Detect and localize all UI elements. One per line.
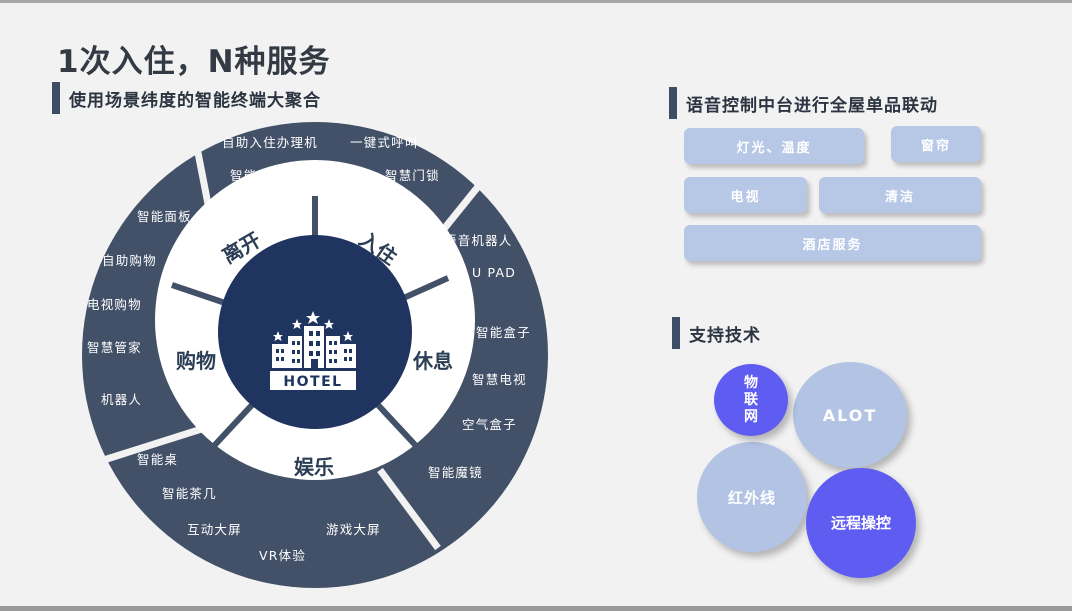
item-air-box: 空气盒子 [462, 417, 517, 432]
item-smart-mirror: 智能魔镜 [428, 465, 483, 480]
left-section-heading: 使用场景纬度的智能终端大聚合 [69, 90, 321, 111]
item-self-checkin-kiosk: 自助入住办理机 [222, 135, 318, 150]
hotel-label: HOTEL [283, 374, 342, 390]
item-smart-elevator: 智能电梯 [230, 168, 285, 183]
voice-section-heading: 语音控制中台进行全屋单品联动 [686, 95, 938, 116]
pill-curtain: 窗帘 [891, 126, 981, 162]
item-smart-butler: 智慧管家 [87, 340, 142, 355]
item-tv-shopping: 电视购物 [87, 297, 142, 312]
tech-section-heading: 支持技术 [689, 325, 761, 346]
item-elevator-robot: 电梯机器人 [299, 168, 368, 183]
pill-cleaning: 清洁 [819, 177, 981, 213]
item-u-pad: U PAD [472, 265, 516, 280]
item-smart-box: 智能盒子 [476, 325, 531, 340]
item-smart-tea-table: 智能茶几 [162, 486, 217, 501]
item-robot: 机器人 [101, 392, 142, 407]
pill-hotel-service: 酒店服务 [684, 225, 981, 261]
item-smart-tv: 智慧电视 [472, 372, 527, 387]
item-interactive-screen: 互动大屏 [187, 522, 242, 537]
pill-tv: 电视 [684, 177, 807, 213]
item-one-touch-call: 一键式呼叫 [350, 135, 419, 150]
section-marker [52, 82, 60, 114]
item-smart-panel: 智能面板 [137, 209, 192, 224]
voice-section-header: 语音控制中台进行全屋单品联动 [669, 87, 938, 119]
bubble-alot: ALOT [793, 362, 907, 468]
item-voice-robot: 语音机器人 [444, 233, 513, 248]
bubble-infrared: 红外线 [697, 442, 807, 552]
category-rest: 休息 [412, 349, 453, 373]
bubble-iot: 物联网 [714, 364, 788, 436]
pill-lighting-temperature: 灯光、温度 [684, 128, 864, 164]
item-smart-table: 智能桌 [137, 452, 178, 467]
tech-section-header: 支持技术 [672, 317, 761, 349]
section-marker [669, 87, 677, 119]
item-self-shopping: 自助购物 [102, 253, 157, 268]
category-shopping: 购物 [176, 349, 216, 373]
hotel-icon-windows [276, 331, 352, 368]
top-border-line [0, 0, 1072, 3]
left-section-header: 使用场景纬度的智能终端大聚合 [52, 82, 321, 114]
bottom-border-line [0, 606, 1072, 611]
item-smart-door-lock: 智慧门锁 [385, 168, 440, 183]
bubble-remote-control: 远程操控 [806, 468, 916, 578]
page-title: 1次入住，N种服务 [57, 44, 331, 80]
section-marker [672, 317, 680, 349]
item-game-screen: 游戏大屏 [326, 522, 381, 537]
item-vr-experience: VR体验 [259, 548, 306, 563]
category-entertainment: 娱乐 [294, 455, 334, 479]
